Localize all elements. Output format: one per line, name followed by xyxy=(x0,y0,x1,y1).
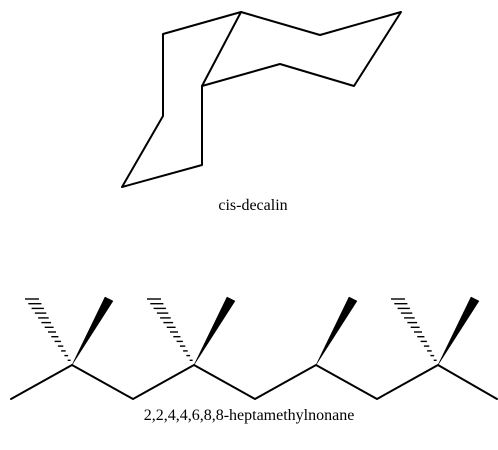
wedge-bond-c2 xyxy=(71,296,114,366)
wedge-bond-c8 xyxy=(437,296,480,366)
wedge-bond-c6 xyxy=(315,296,358,366)
decalin-left-ring xyxy=(121,11,242,188)
hashed-wedge-bond-c2 xyxy=(25,298,71,361)
caption-heptamethylnonane: 2,2,4,4,6,8,8-heptamethylnonane xyxy=(143,407,355,424)
nonane-main-chain xyxy=(10,364,498,400)
caption-cis-decalin: cis-decalin xyxy=(218,197,288,214)
cis-decalin-structure xyxy=(121,11,402,188)
heptamethylnonane-structure xyxy=(10,296,498,400)
decalin-right-ring xyxy=(201,11,402,87)
hashed-wedge-bond-c4 xyxy=(147,298,193,361)
wedge-bond-c4 xyxy=(193,296,236,366)
hashed-wedge-bond-c8 xyxy=(391,298,437,361)
decalin-ring-fusion-bond xyxy=(201,11,242,87)
